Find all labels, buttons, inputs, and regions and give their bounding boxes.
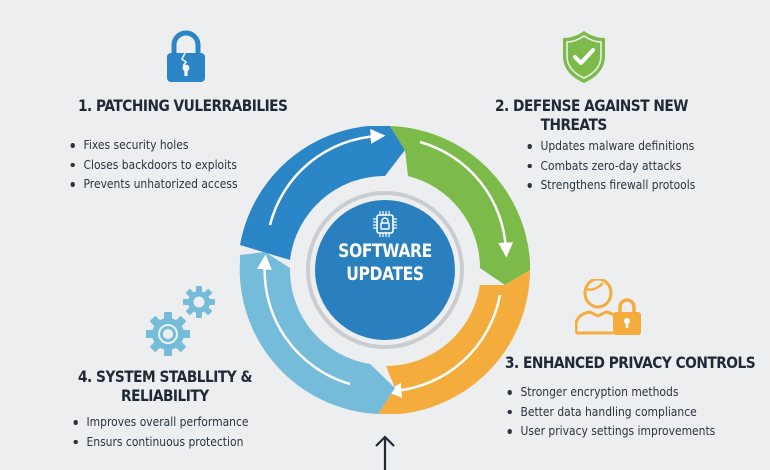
bullet-item: Closes backdoors to exploits bbox=[68, 155, 238, 175]
section-2-title-line2: THREATS bbox=[540, 115, 608, 134]
section-4-bullets: Improves overall performance Ensurs cont… bbox=[71, 412, 249, 451]
section-defense: 2. DEFENSE AGAINST NEW THREATS bbox=[495, 96, 688, 134]
section-1-title: 1. PATCHING VULERRABILIES bbox=[78, 96, 288, 115]
bullet-item: Stronger encryption methods bbox=[505, 382, 715, 402]
bullet-item: User privacy settings improvements bbox=[505, 421, 715, 441]
bullet-item: Fixes security holes bbox=[68, 135, 238, 155]
section-stability: 4. SYSTEM STABLLITY & RELIABILITY bbox=[78, 367, 258, 405]
section-3-bullets: Stronger encryption methods Better data … bbox=[505, 382, 715, 441]
bullet-item: Combats zero-day attacks bbox=[525, 156, 695, 176]
bullet-item: Strengthens firewall protools bbox=[525, 175, 695, 195]
bullet-item: Updates malware definitions bbox=[525, 136, 695, 156]
chip-lock-icon bbox=[373, 211, 397, 237]
shield-check-icon bbox=[563, 31, 605, 83]
segment-stability bbox=[239, 252, 395, 414]
bullet-item: Ensurs continuous protection bbox=[71, 432, 249, 452]
user-lock-icon bbox=[575, 279, 641, 335]
segment-privacy bbox=[378, 270, 530, 414]
bullet-item: Better data handling compliance bbox=[505, 402, 715, 422]
section-2-bullets: Updates malware definitions Combats zero… bbox=[525, 136, 695, 195]
bullet-item: Prevents unhatorized access bbox=[68, 174, 238, 194]
up-arrow-icon bbox=[375, 435, 395, 470]
center-title-line2: UPDATES bbox=[346, 263, 424, 285]
center-title: SOFTWARE UPDATES bbox=[328, 240, 443, 286]
broken-padlock-icon bbox=[167, 30, 205, 82]
section-4-title-line1: 4. SYSTEM STABLLITY & bbox=[78, 367, 252, 386]
section-privacy: 3. ENHANCED PRIVACY CONTROLS bbox=[505, 353, 770, 372]
center-title-line1: SOFTWARE bbox=[338, 240, 432, 262]
section-patching: 1. PATCHING VULERRABILIES bbox=[78, 96, 322, 115]
bullet-item: Improves overall performance bbox=[71, 412, 249, 432]
center-circle bbox=[315, 200, 455, 340]
section-2-title-line1: 2. DEFENSE AGAINST NEW bbox=[495, 96, 688, 115]
segment-patching bbox=[240, 126, 405, 260]
segment-defense bbox=[390, 126, 530, 285]
section-4-title-line2: RELIABILITY bbox=[121, 386, 209, 405]
section-1-bullets: Fixes security holes Closes backdoors to… bbox=[68, 135, 238, 194]
section-3-title: 3. ENHANCED PRIVACY CONTROLS bbox=[505, 353, 756, 372]
gears-icon bbox=[146, 286, 215, 356]
